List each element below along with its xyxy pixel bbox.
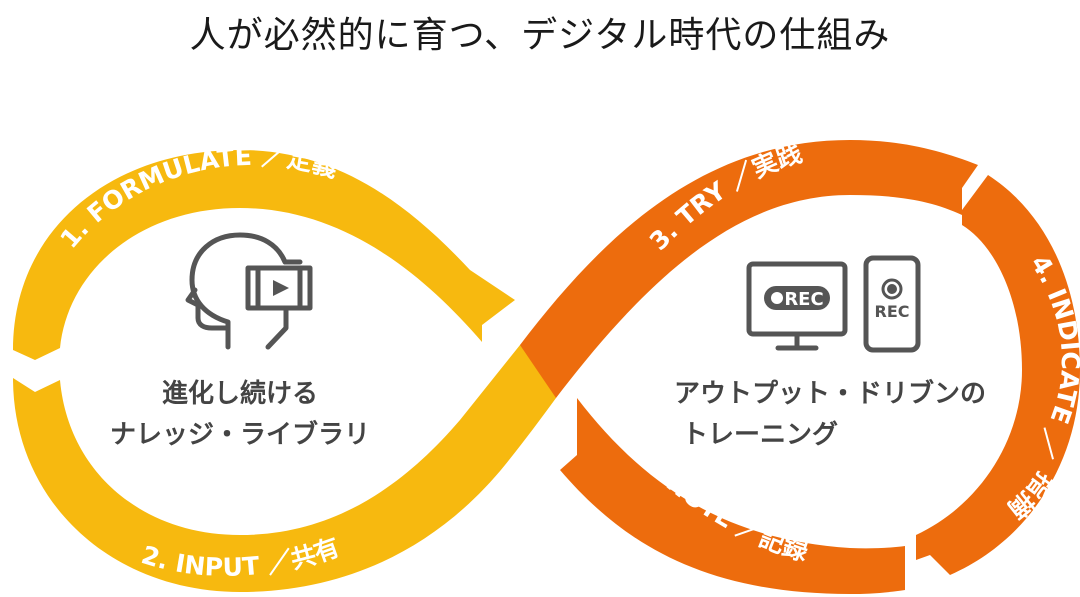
left-center-line1: 進化し続ける — [162, 378, 318, 409]
smartphone-rec-icon: REC — [863, 255, 921, 353]
right-center-line2: トレーニング — [682, 420, 838, 450]
input-band — [13, 345, 556, 592]
formulate-band — [13, 150, 515, 360]
note-band — [560, 398, 905, 594]
try-band — [520, 140, 978, 398]
monitor-rec-label: REC — [784, 289, 823, 310]
page-title: 人が必然的に育つ、デジタル時代の仕組み — [189, 15, 891, 56]
phone-rec-label: REC — [875, 302, 910, 321]
left-center-line2: ナレッジ・ライブラリ — [110, 419, 370, 450]
head-video-icon — [185, 232, 313, 350]
right-center-line1: アウトプット・ドリブンの — [674, 378, 986, 409]
indicate-band — [916, 175, 1080, 575]
monitor-rec-icon: REC — [746, 261, 848, 351]
